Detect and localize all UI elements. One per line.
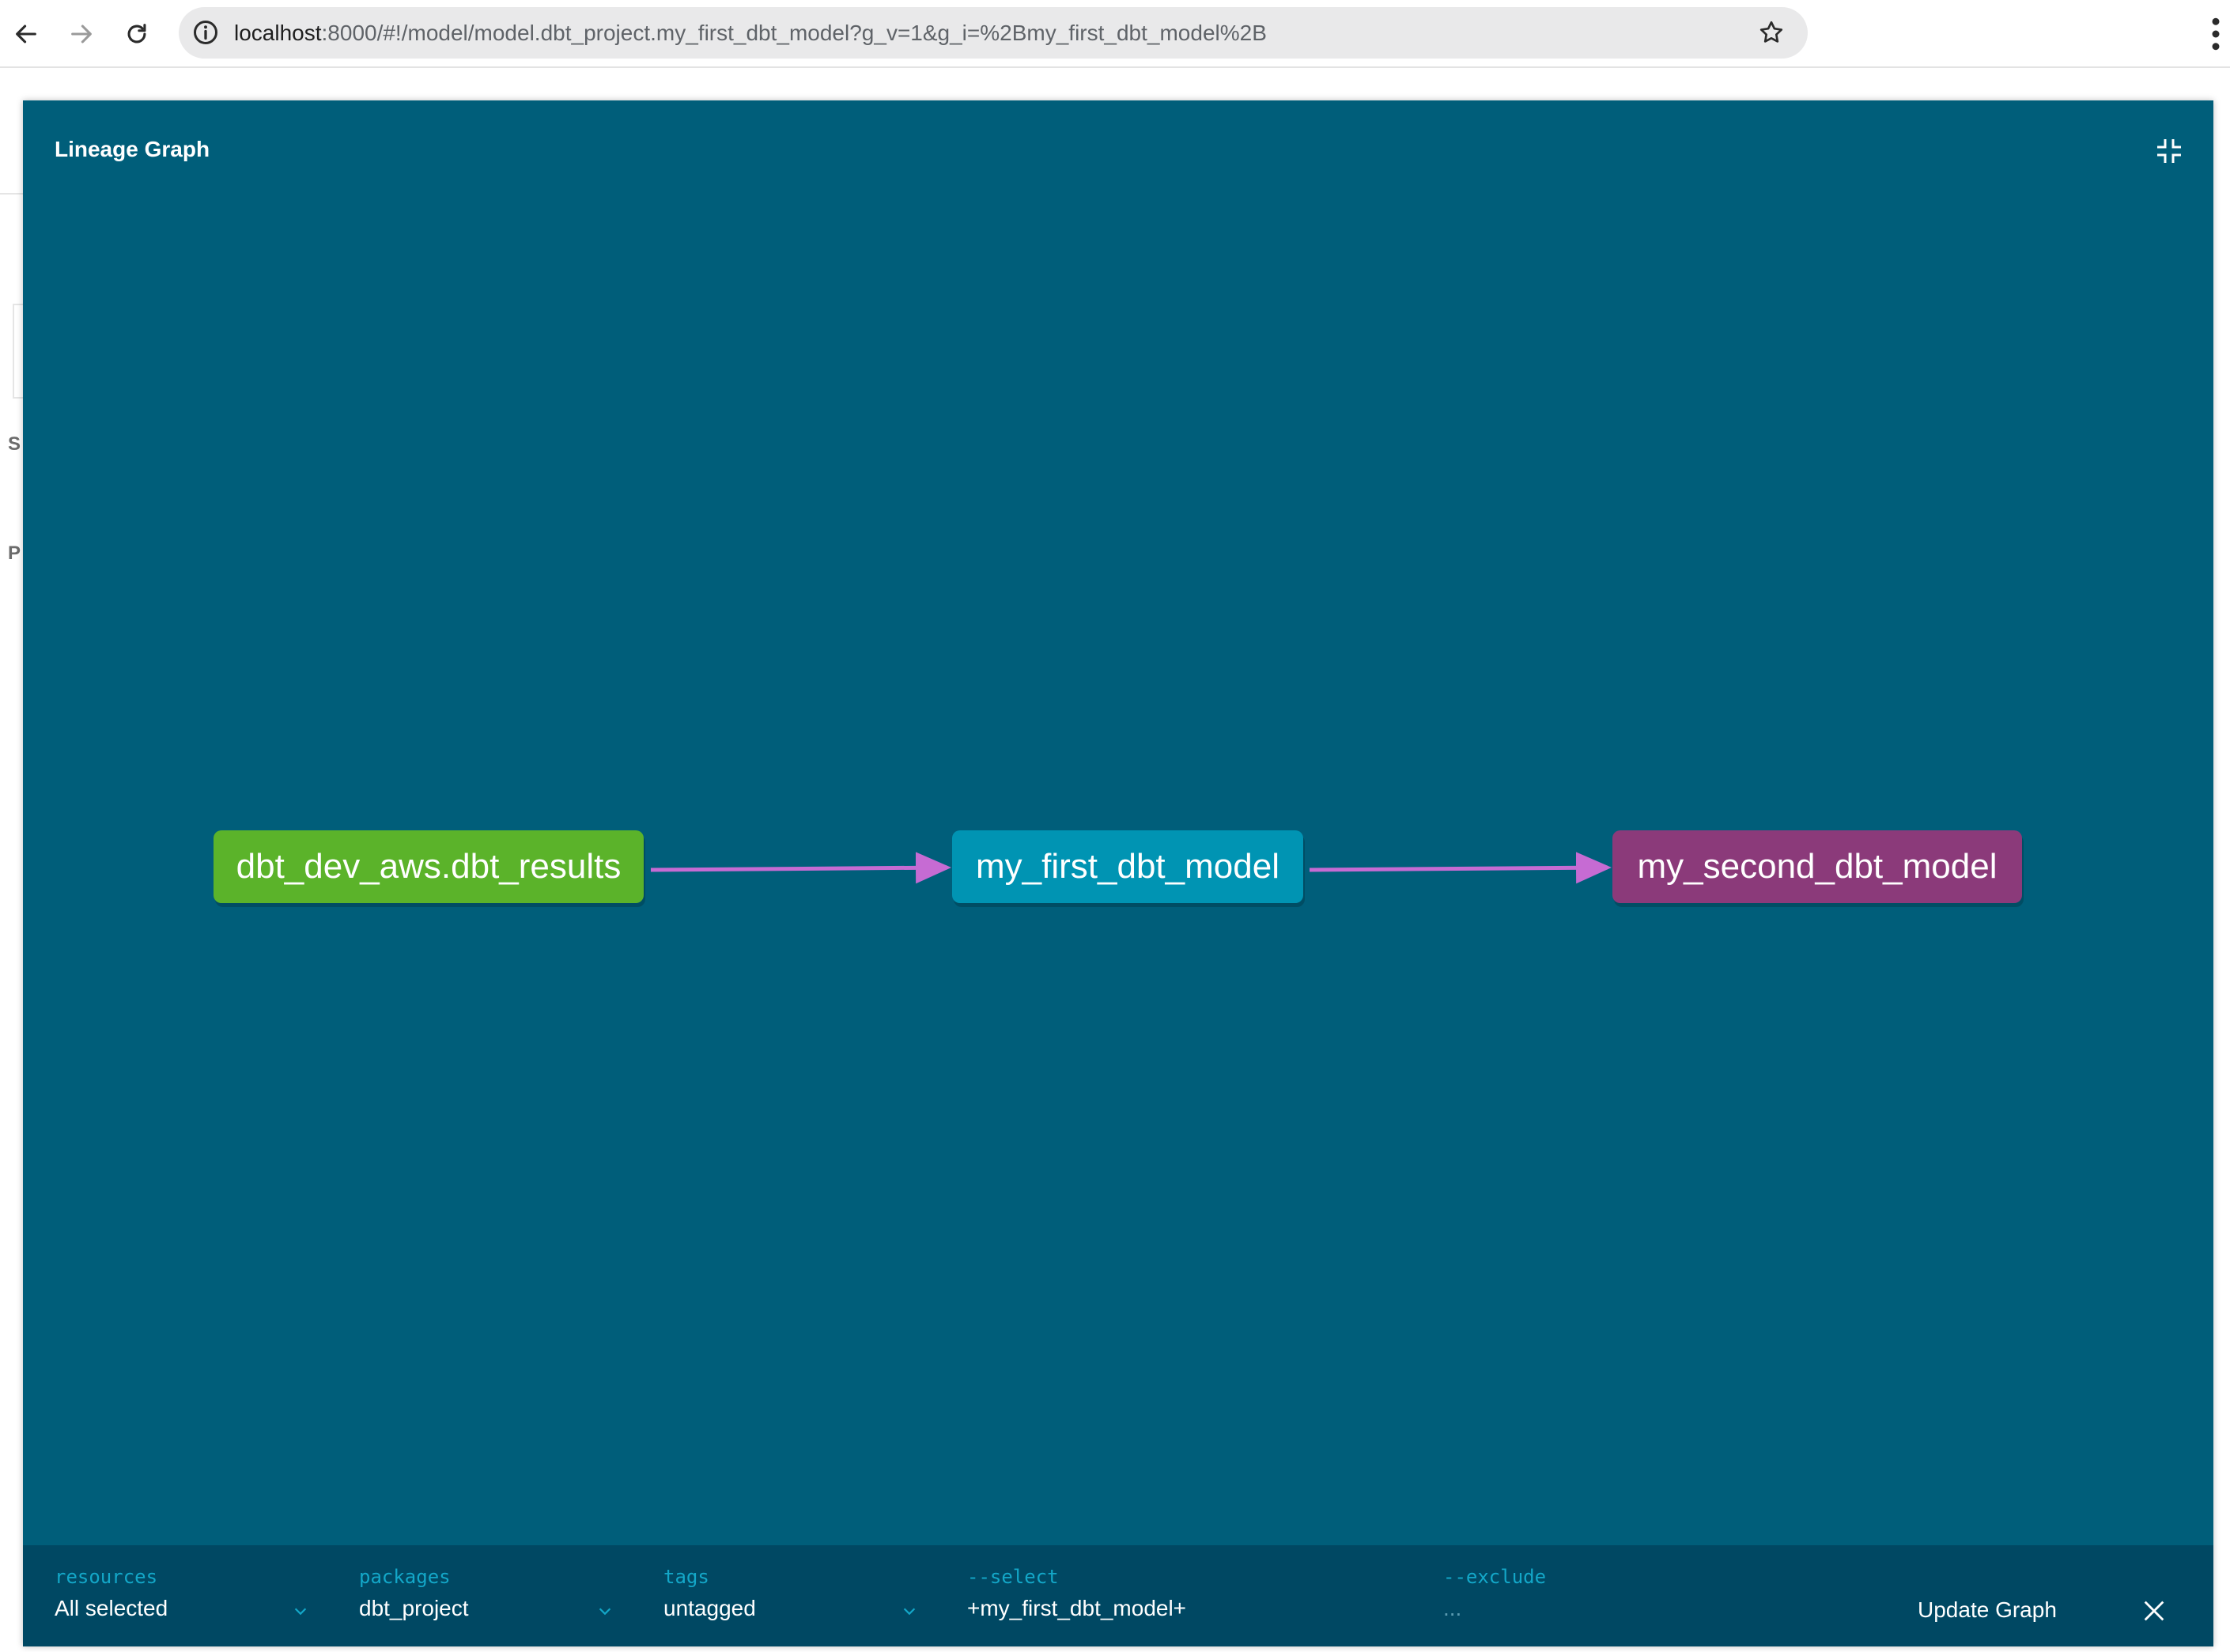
reload-icon: [127, 24, 146, 43]
graph-filter-bar: resources All selected packages dbt_proj…: [23, 1545, 2213, 1646]
graph-edge: [1309, 852, 1612, 884]
filter-label: packages: [359, 1566, 451, 1588]
bookmark-star-icon[interactable]: [1757, 18, 1786, 47]
filter-value: dbt_project: [359, 1596, 469, 1620]
graph-node-source[interactable]: dbt_dev_aws.dbt_results: [214, 830, 644, 903]
filter-value: untagged: [663, 1596, 756, 1620]
url-path: :8000/#!/model/model.dbt_project.my_firs…: [321, 21, 1267, 45]
lineage-graph-panel: Lineage Graph dbt_dev_aws.dbt_results my…: [23, 100, 2213, 1646]
filter-value: All selected: [55, 1596, 168, 1620]
select-input[interactable]: +my_first_dbt_model+: [967, 1596, 1187, 1620]
background-divider: [0, 193, 24, 195]
close-icon[interactable]: [2141, 1597, 2168, 1624]
url-text[interactable]: localhost:8000/#!/model/model.dbt_projec…: [234, 7, 1267, 59]
graph-edge: [650, 852, 951, 884]
chevron-down-icon: [599, 1608, 611, 1616]
packages-filter[interactable]: packages dbt_project: [359, 1545, 620, 1646]
exclude-filter[interactable]: --exclude ...: [1443, 1545, 1886, 1646]
panel-title: Lineage Graph: [55, 137, 210, 161]
arrow-left-icon: [16, 25, 36, 43]
graph-canvas[interactable]: dbt_dev_aws.dbt_results my_first_dbt_mod…: [23, 100, 2213, 1544]
address-bar[interactable]: localhost:8000/#!/model/model.dbt_projec…: [179, 7, 1808, 59]
filter-label: --select: [967, 1566, 1059, 1588]
filter-label: resources: [55, 1566, 158, 1588]
chevron-down-icon: [294, 1608, 307, 1616]
update-graph-button[interactable]: Update Graph: [1918, 1597, 2057, 1622]
resources-filter[interactable]: resources All selected: [55, 1545, 316, 1646]
exclude-input[interactable]: ...: [1443, 1596, 1462, 1620]
graph-node-model[interactable]: my_first_dbt_model: [952, 830, 1303, 903]
filter-label: --exclude: [1443, 1566, 1547, 1588]
url-host: localhost: [234, 21, 322, 45]
site-info-icon[interactable]: [191, 18, 220, 47]
graph-edges: [650, 852, 1612, 884]
kebab-menu-icon[interactable]: [2202, 13, 2230, 55]
select-filter[interactable]: --select +my_first_dbt_model+: [967, 1545, 1410, 1646]
collapse-icon[interactable]: [2153, 135, 2185, 167]
back-button[interactable]: [6, 14, 46, 54]
forward-button[interactable]: [62, 14, 101, 54]
browser-toolbar: localhost:8000/#!/model/model.dbt_projec…: [0, 0, 2230, 68]
tags-filter[interactable]: tags untagged: [663, 1545, 924, 1646]
background-letter: P: [8, 542, 21, 564]
filter-label: tags: [663, 1566, 709, 1588]
background-box: [13, 304, 28, 399]
background-letter: S: [8, 433, 21, 455]
arrow-right-icon: [71, 25, 92, 43]
graph-node-model[interactable]: my_second_dbt_model: [1612, 830, 2022, 903]
reload-button[interactable]: [117, 14, 157, 54]
chevron-down-icon: [903, 1608, 916, 1616]
